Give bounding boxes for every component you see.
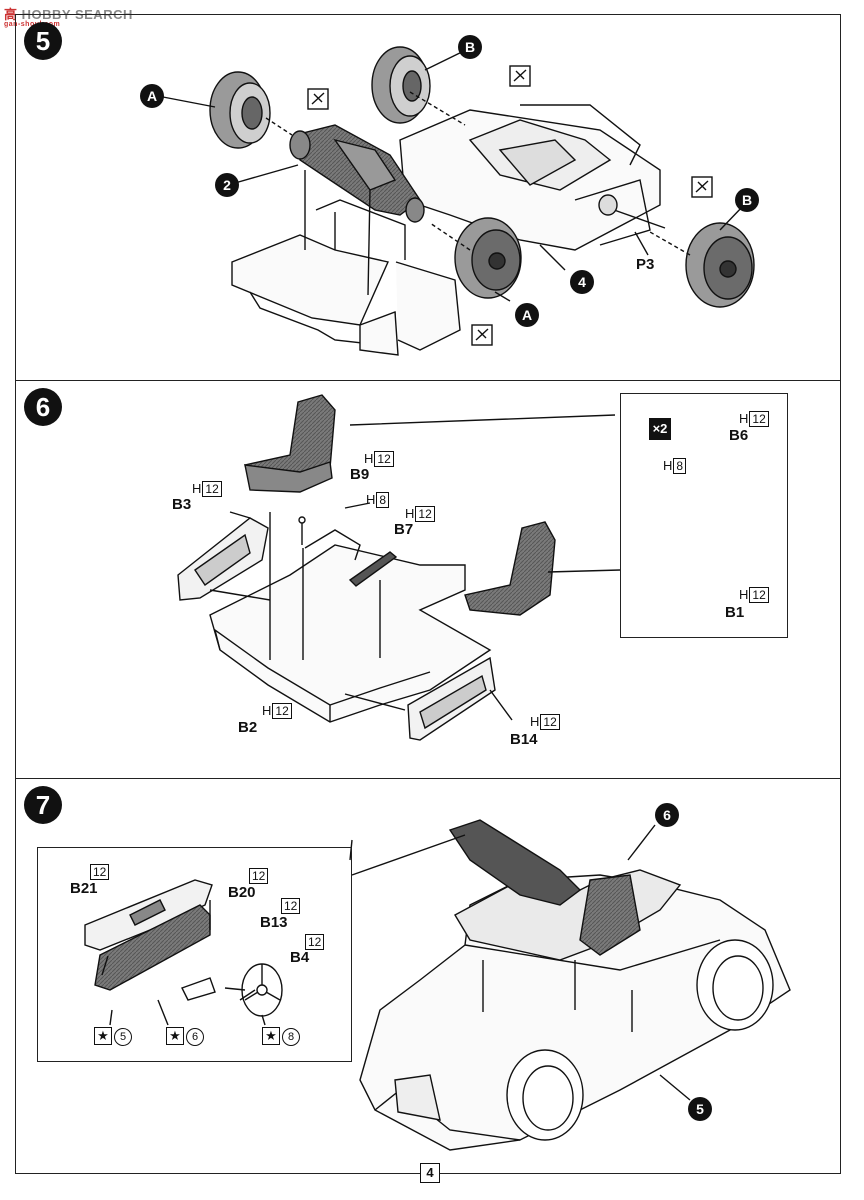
- paint-note-6: ★6: [166, 1027, 204, 1046]
- color-code-b20: 12: [248, 868, 269, 884]
- part-label-b2: B2: [238, 719, 258, 736]
- part-label-b4: B4: [290, 949, 310, 966]
- paint-note-5: ★5: [94, 1027, 132, 1046]
- part-label-b6: B6: [729, 427, 749, 444]
- color-code-b21: 12: [89, 864, 110, 880]
- part-label-b13: B13: [260, 914, 288, 931]
- color-code-b13: 12: [280, 898, 301, 914]
- dashboard-assembly: [448, 819, 582, 906]
- watermark-logo: 高: [4, 7, 18, 22]
- dash-panel-b20: [94, 904, 211, 991]
- wheel-A-left: [209, 71, 271, 149]
- car-body: [359, 869, 791, 1151]
- callout-B: B: [458, 35, 482, 59]
- wheel-A-right: [454, 217, 522, 299]
- callout-B-right: B: [735, 188, 759, 212]
- seat-right: [464, 521, 556, 616]
- rear-axle-p3: [598, 194, 666, 229]
- callout-A-right: A: [515, 303, 539, 327]
- color-code-b4: 12: [304, 934, 325, 950]
- part-label-b14: B14: [510, 731, 538, 748]
- door-panel-b14: [407, 656, 496, 741]
- callout-part-4: 4: [570, 270, 594, 294]
- part-label-b3: B3: [172, 496, 192, 513]
- step-number-7: 7: [24, 786, 62, 824]
- gear-lever-b9: [298, 516, 306, 545]
- part-label-b7: B7: [394, 521, 414, 538]
- cockpit-tub-b2: [209, 529, 492, 723]
- door-panel-b3: [177, 517, 269, 601]
- paint-note-8: ★8: [262, 1027, 300, 1046]
- step-divider-6: [15, 380, 841, 381]
- callout-A: A: [140, 84, 164, 108]
- part-label-b1: B1: [725, 604, 745, 621]
- column-b13: [181, 977, 216, 1001]
- seat-main: [244, 394, 336, 493]
- step-number-6: 6: [24, 388, 62, 426]
- callout-part-2: 2: [215, 173, 239, 197]
- step-divider-7: [15, 778, 841, 779]
- callout-step-6: 6: [655, 803, 679, 827]
- callout-step-5: 5: [688, 1097, 712, 1121]
- part-label-b9: B9: [350, 466, 370, 483]
- quantity-badge: ×2: [649, 418, 671, 440]
- step-number-5: 5: [24, 22, 62, 60]
- chassis-floor: [231, 199, 461, 356]
- cement-icon: [307, 65, 713, 346]
- upper-chassis: [399, 104, 661, 251]
- part-label-b21: B21: [70, 880, 98, 897]
- wheel-B-right: [685, 222, 755, 308]
- wheel-B-top: [371, 46, 431, 124]
- engine-part-2: [289, 124, 425, 223]
- center-console-b7: [348, 551, 398, 587]
- part-label-b20: B20: [228, 884, 256, 901]
- page-number: 4: [420, 1163, 440, 1183]
- dashboard-inset: 12 B21 12 B20 12 B13 12 B4 ★5 ★6 ★8: [37, 847, 352, 1062]
- part-label-p3: P3: [636, 256, 655, 273]
